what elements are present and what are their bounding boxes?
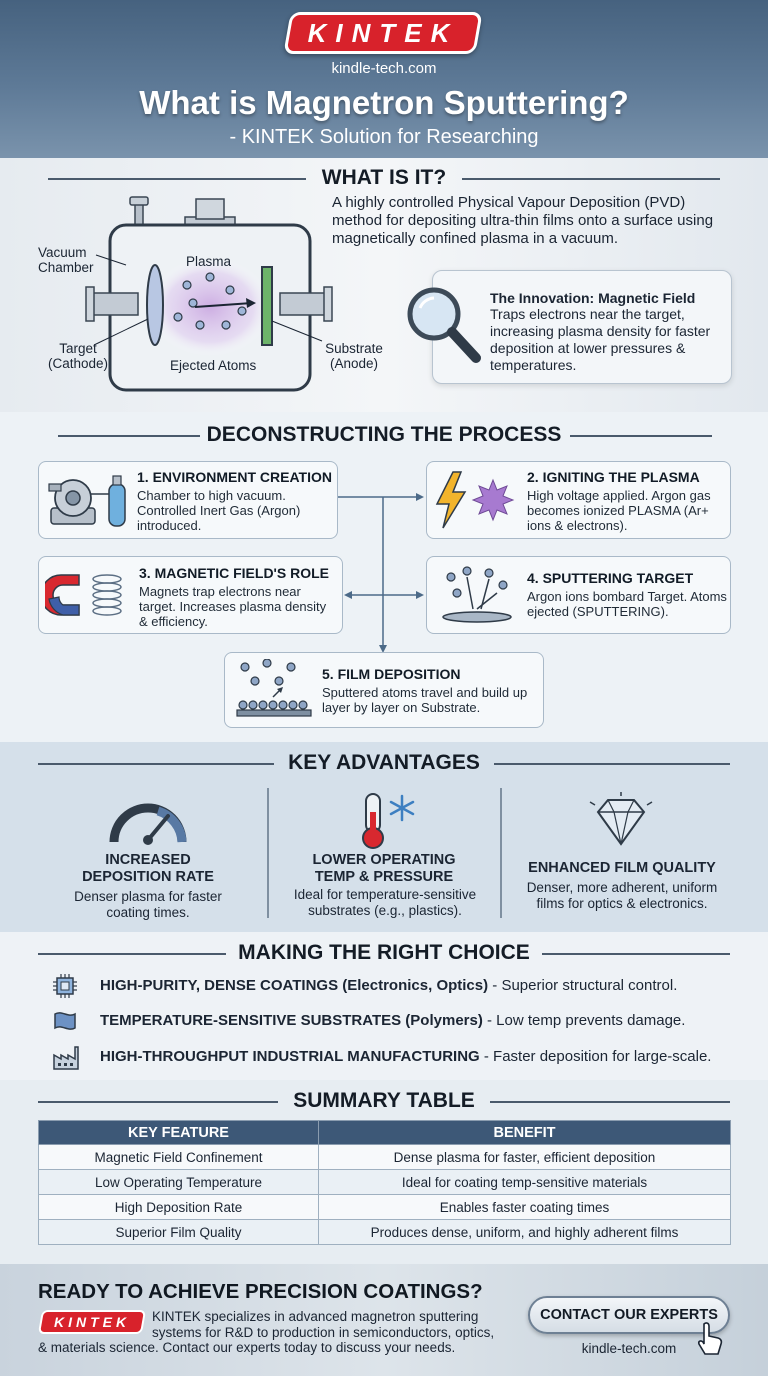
table-cell: High Deposition Rate <box>38 1194 319 1220</box>
summary-heading: SUMMARY TABLE <box>0 1089 768 1113</box>
footer-kintek-logo[interactable]: KINTEK <box>37 1310 147 1334</box>
pointer-hand-icon <box>698 1322 723 1355</box>
step-card-2: 2. IGNITING THE PLASMA High voltage appl… <box>426 461 731 539</box>
table-cell: Dense plasma for faster, efficient depos… <box>318 1144 731 1170</box>
footer-text-line2: & materials science. Contact our experts… <box>38 1340 456 1355</box>
flexible-film-icon <box>54 1012 76 1030</box>
what-is-it-description: A highly controlled Physical Vapour Depo… <box>332 194 714 247</box>
innovation-title: The Innovation: Magnetic Field <box>490 290 696 306</box>
sputtering-chamber-diagram <box>85 196 333 392</box>
divider <box>500 788 502 918</box>
speedometer-icon <box>109 803 187 845</box>
footer-text: KINTEK specializes in advanced magnetron… <box>152 1309 495 1340</box>
innovation-callout <box>432 270 732 384</box>
advantage-title-2: LOWER OPERATING TEMP & PRESSURE <box>312 852 456 885</box>
step-text: High voltage applied. Argon gas becomes … <box>527 488 711 533</box>
magnet-icon <box>45 574 122 616</box>
divider <box>267 788 269 918</box>
step-card-3: 3. MAGNETIC FIELD'S ROLE Magnets trap el… <box>38 556 343 634</box>
advantage-title-3: ENHANCED FILM QUALITY <box>528 860 716 876</box>
site-url[interactable]: kindle-tech.com <box>331 60 437 77</box>
step-title: 3. MAGNETIC FIELD'S ROLE <box>139 565 330 581</box>
choice-item-2: TEMPERATURE-SENSITIVE SUBSTRATES (Polyme… <box>100 1012 686 1029</box>
substrate-label: Substrate (Anode) <box>325 341 383 371</box>
page-subtitle: - KINTEK Solution for Researching <box>229 126 539 148</box>
logo-text: KINTEK <box>53 1314 131 1330</box>
ejected-atoms-label: Ejected Atoms <box>170 358 257 373</box>
advantages-heading: KEY ADVANTAGES <box>0 751 768 775</box>
cta-title: READY TO ACHIEVE PRECISION COATINGS? <box>38 1280 483 1303</box>
target-label: Target (Cathode) <box>47 341 109 371</box>
target-disk <box>146 264 164 346</box>
step-title: 1. ENVIRONMENT CREATION <box>137 469 332 485</box>
footer-site-url[interactable]: kindle-tech.com <box>581 1341 677 1356</box>
summary-table: KEY FEATURE BENEFIT Magnetic Field Confi… <box>38 1120 731 1245</box>
step-card-1: 1. ENVIRONMENT CREATION Chamber to high … <box>38 461 338 539</box>
chip-icon <box>53 974 77 998</box>
step-card-5: 5. FILM DEPOSITION Sputtered atoms trave… <box>224 652 544 728</box>
factory-icon <box>53 1046 79 1070</box>
step-title: 2. IGNITING THE PLASMA <box>527 469 700 485</box>
table-cell: Magnetic Field Confinement <box>38 1144 319 1170</box>
step-title: 4. SPUTTERING TARGET <box>527 570 694 586</box>
choice-heading: MAKING THE RIGHT CHOICE <box>0 941 768 965</box>
advantage-title-1: INCREASED DEPOSITION RATE <box>82 852 214 885</box>
plasma-glow <box>148 257 272 357</box>
substrate-plate <box>261 266 273 346</box>
advantage-text-2: Ideal for temperature-sensitive substrat… <box>293 887 477 918</box>
film-deposition-icon <box>236 659 312 717</box>
step-text: Argon ions bombard Target. Atoms ejected… <box>527 589 727 619</box>
diamond-icon <box>589 792 653 846</box>
step-text: Sputtered atoms travel and build up laye… <box>322 685 528 715</box>
advantages-section <box>0 742 768 932</box>
column-header: BENEFIT <box>318 1120 731 1145</box>
advantage-text-1: Denser plasma for faster coating times. <box>74 889 222 920</box>
choice-section <box>0 932 768 1080</box>
table-cell: Superior Film Quality <box>38 1219 319 1245</box>
step-text: Chamber to high vacuum. Controlled Inert… <box>137 488 301 533</box>
thermometer-snowflake-icon <box>362 793 415 849</box>
column-header: KEY FEATURE <box>38 1120 319 1145</box>
step-text: Magnets trap electrons near target. Incr… <box>139 584 327 629</box>
magnifier-icon <box>407 287 481 363</box>
lightning-plasma-icon <box>435 471 515 529</box>
plasma-label: Plasma <box>186 254 232 269</box>
choice-item-3: HIGH-THROUGHPUT INDUSTRIAL MANUFACTURING… <box>100 1048 712 1065</box>
table-cell: Enables faster coating times <box>318 1194 731 1220</box>
sputtering-target-icon <box>442 566 512 623</box>
header: KINTEK kindle-tech.com What is Magnetron… <box>0 0 768 158</box>
vacuum-pump-icon <box>48 475 126 527</box>
process-heading: DECONSTRUCTING THE PROCESS <box>0 423 768 447</box>
step-card-4: 4. SPUTTERING TARGET Argon ions bombard … <box>426 556 731 634</box>
process-connectors <box>338 493 424 653</box>
kintek-logo[interactable]: KINTEK <box>283 12 483 54</box>
advantage-text-3: Denser, more adherent, uniform films for… <box>526 880 718 911</box>
choice-item-1: HIGH-PURITY, DENSE COATINGS (Electronics… <box>100 977 678 994</box>
innovation-text: Traps electrons near the target, increas… <box>490 306 711 373</box>
table-cell: Ideal for coating temp-sensitive materia… <box>318 1169 731 1195</box>
page-title: What is Magnetron Sputtering? <box>139 84 629 121</box>
table-cell: Low Operating Temperature <box>38 1169 319 1195</box>
step-title: 5. FILM DEPOSITION <box>322 666 461 682</box>
contact-experts-button[interactable]: CONTACT OUR EXPERTS <box>528 1296 730 1334</box>
logo-text: KINTEK <box>307 18 459 48</box>
table-cell: Produces dense, uniform, and highly adhe… <box>318 1219 731 1245</box>
vacuum-chamber-label: Vacuum Chamber <box>38 245 94 275</box>
what-is-it-heading: WHAT IS IT? <box>0 166 768 190</box>
